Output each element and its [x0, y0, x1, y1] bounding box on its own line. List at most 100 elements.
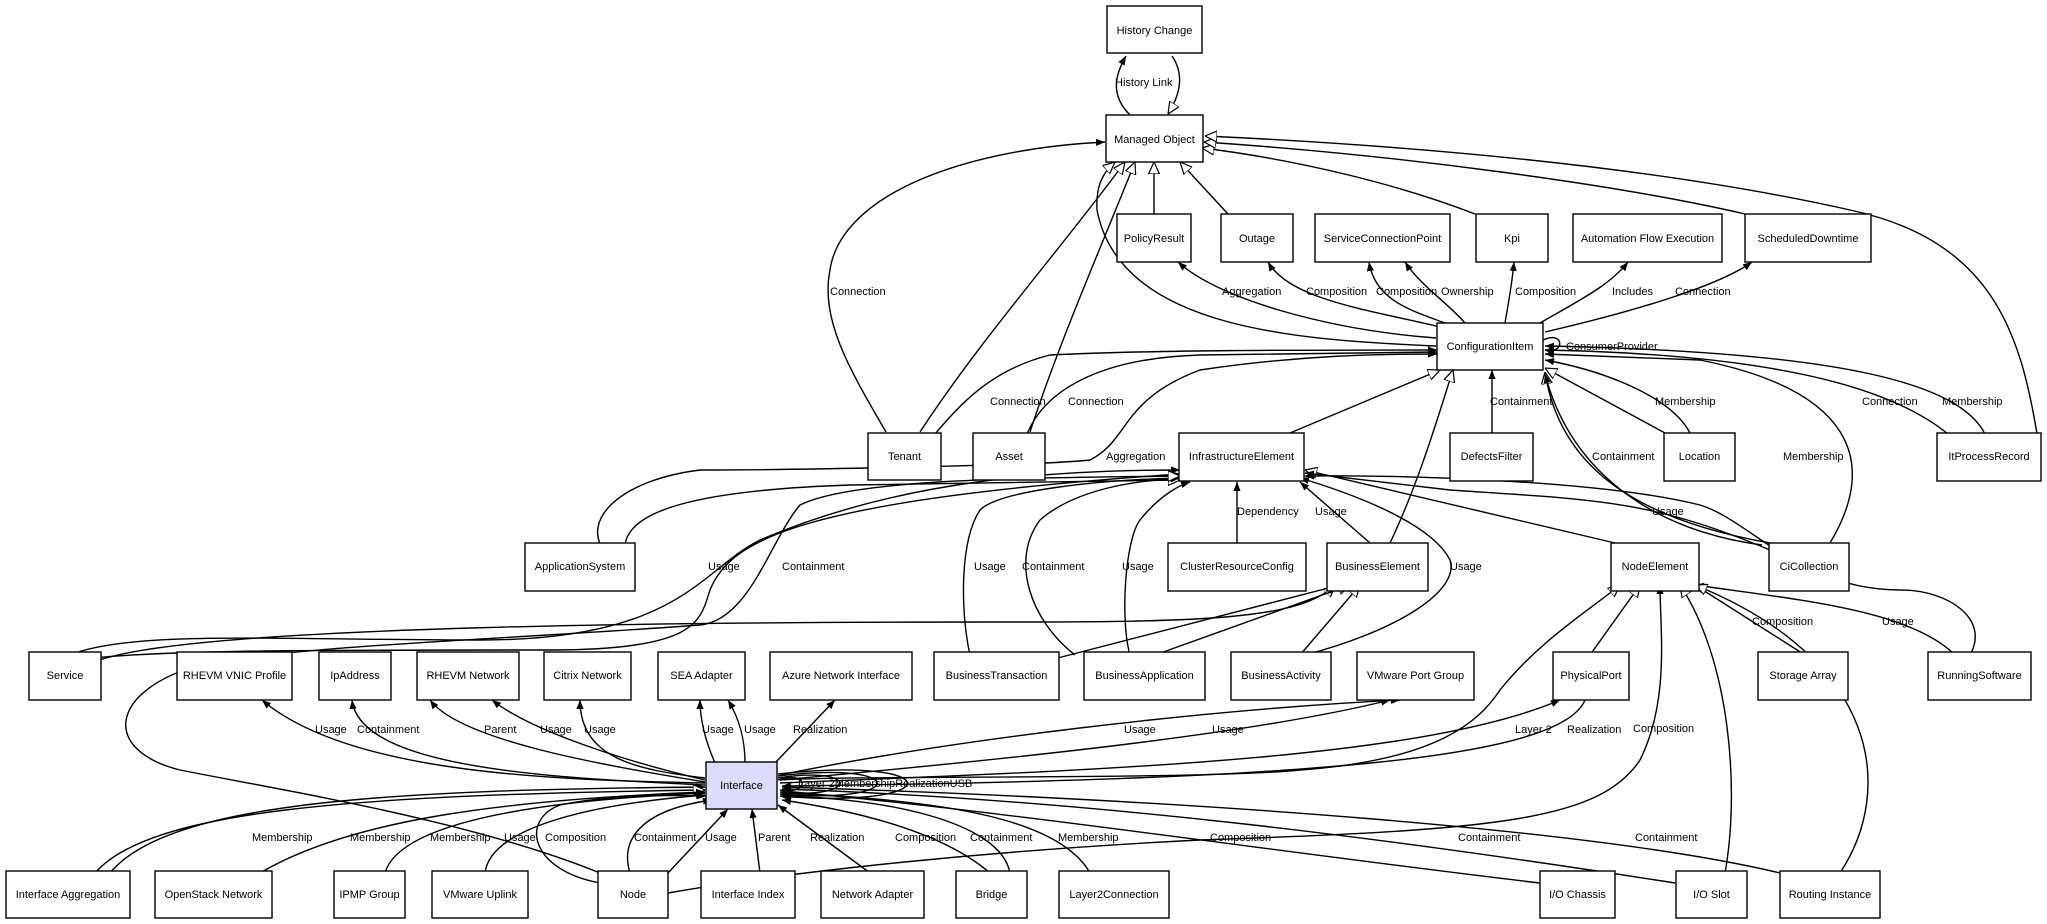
node-tenant[interactable]: Tenant	[867, 432, 942, 481]
node-openstack-network[interactable]: OpenStack Network	[154, 870, 273, 919]
edge-interface-usage-rhevm-network: Usage	[491, 699, 706, 781]
edge-location-to-ci	[1545, 368, 1666, 434]
edge-label-composition: Composition	[1515, 286, 1576, 298]
node-label: Location	[1679, 451, 1721, 463]
edge-businessapplication-usage-ie: Usage	[1122, 481, 1191, 656]
node-layer2-connection[interactable]: Layer2Connection	[1058, 870, 1170, 919]
node-history-change[interactable]: History Change	[1106, 5, 1203, 54]
node-ipmp-group[interactable]: IPMP Group	[333, 870, 406, 919]
edge-label-containment: Containment	[357, 724, 419, 736]
edge-interfaceaggregation-to-interface	[94, 790, 705, 874]
edge-label-usage: Usage	[540, 724, 572, 736]
node-vmware-uplink[interactable]: VMware Uplink	[431, 870, 529, 919]
edge-label-usage: Usage	[705, 832, 737, 844]
node-node-element[interactable]: NodeElement	[1610, 542, 1700, 592]
node-routing-instance[interactable]: Routing Instance	[1779, 870, 1881, 919]
node-running-software[interactable]: RunningSoftware	[1927, 651, 2032, 701]
node-business-application[interactable]: BusinessApplication	[1083, 651, 1206, 701]
edge-label-aggregation: Aggregation	[1222, 286, 1281, 298]
edge-label-realization: Realization	[1567, 724, 1621, 736]
edge-label-composition: Composition	[895, 832, 956, 844]
edge-label-composition: Composition	[1376, 286, 1437, 298]
edge-label-aggregation: Aggregation	[1106, 451, 1165, 463]
edge-label-parent: Parent	[484, 724, 516, 736]
node-business-element[interactable]: BusinessElement	[1326, 542, 1429, 592]
node-interface[interactable]: Interface	[705, 761, 778, 810]
node-asset[interactable]: Asset	[972, 432, 1046, 481]
node-azure-network-interface[interactable]: Azure Network Interface	[769, 651, 913, 701]
node-rhevm-vnic-profile[interactable]: RHEVM VNIC Profile	[176, 651, 293, 701]
node-label: Routing Instance	[1789, 889, 1872, 901]
node-sea-adapter[interactable]: SEA Adapter	[657, 651, 746, 701]
edge-outage-to-managed-object	[1180, 162, 1229, 215]
node-automation-flow-execution[interactable]: Automation Flow Execution	[1572, 213, 1723, 263]
edge-label-usage: Usage	[702, 724, 734, 736]
node-managed-object[interactable]: Managed Object	[1105, 114, 1204, 163]
node-cluster-resource-config[interactable]: ClusterResourceConfig	[1167, 542, 1307, 592]
node-label: Interface	[720, 780, 763, 792]
node-ci-collection[interactable]: CiCollection	[1768, 542, 1850, 592]
node-outage[interactable]: Outage	[1220, 213, 1294, 263]
edge-vmwareuplink-usage-interface: Usage	[484, 792, 706, 874]
edge-interface-realization-azure: Realization	[774, 699, 847, 764]
node-label: VMware Port Group	[1367, 670, 1464, 682]
node-io-slot[interactable]: I/O Slot	[1675, 870, 1748, 919]
edge-defectsfilter-containment-ci: Containment	[1488, 370, 1552, 433]
edge-interface-usage-vmware-portgroup: Usage	[779, 696, 1401, 776]
edge-openstack-membership-interface: Membership	[259, 788, 706, 874]
edge-label-composition: Composition	[1752, 616, 1813, 628]
edge-location-membership-ci: Membership	[1544, 358, 1716, 434]
node-io-chassis[interactable]: I/O Chassis	[1539, 870, 1616, 919]
node-physical-port[interactable]: PhysicalPort	[1552, 651, 1630, 701]
node-policy-result[interactable]: PolicyResult	[1116, 213, 1192, 263]
edge-label-usage: Usage	[1450, 561, 1482, 573]
edge-networkadapter-realization-interface: Realization	[777, 804, 871, 874]
edge-label-realization: Realization	[810, 832, 864, 844]
node-business-activity[interactable]: BusinessActivity	[1230, 651, 1332, 701]
node-label: CiCollection	[1780, 561, 1839, 573]
node-label: PhysicalPort	[1560, 670, 1621, 682]
node-network-adapter[interactable]: Network Adapter	[820, 870, 925, 919]
node-configuration-item[interactable]: ConfigurationItem	[1436, 322, 1544, 371]
edge-physicalport-realization-interface: Realization	[781, 699, 1621, 790]
node-scheduled-downtime[interactable]: ScheduledDowntime	[1744, 213, 1872, 263]
node-label: Storage Array	[1769, 670, 1837, 682]
edge-ioslot-containment-interface: Containment	[781, 785, 1676, 884]
edge-ci-includes-afe: Includes	[1539, 261, 1653, 324]
edge-clusterresourceconfig-dependency-ie: Dependency	[1233, 482, 1299, 543]
node-infrastructure-element[interactable]: InfrastructureElement	[1178, 432, 1305, 482]
node-vmware-port-group[interactable]: VMware Port Group	[1356, 651, 1475, 701]
edge-businessactivity-usage-ie: Usage	[1299, 477, 1482, 656]
edge-label-usage: Usage	[584, 724, 616, 736]
edge-businesselement-to-ci	[1389, 370, 1453, 544]
edge-asset-connection-ci: Connection	[1026, 348, 1438, 435]
edge-label-containment: Containment	[970, 832, 1032, 844]
node-bridge[interactable]: Bridge	[955, 870, 1028, 919]
node-node[interactable]: Node	[597, 870, 669, 919]
node-interface-aggregation[interactable]: Interface Aggregation	[5, 870, 131, 919]
edge-label-membership: Membership	[252, 832, 313, 844]
node-it-process-record[interactable]: ItProcessRecord	[1936, 432, 2042, 482]
node-label: Asset	[995, 451, 1023, 463]
node-ip-address[interactable]: IpAddress	[318, 651, 392, 701]
edge-nodeelement-to-ie	[1305, 470, 1616, 544]
node-location[interactable]: Location	[1663, 432, 1736, 482]
edge-asset-to-managed-object	[1029, 162, 1135, 433]
edge-interface-layer2-physicalport: Layer 2	[779, 699, 1561, 784]
node-rhevm-network[interactable]: RHEVM Network	[416, 651, 520, 701]
node-service[interactable]: Service	[28, 651, 102, 701]
edge-label-includes: Includes	[1612, 286, 1653, 298]
node-business-transaction[interactable]: BusinessTransaction	[933, 651, 1060, 701]
node-interface-index[interactable]: Interface Index	[700, 870, 796, 919]
node-service-connection-point[interactable]: ServiceConnectionPoint	[1314, 213, 1451, 263]
node-label: Network Adapter	[832, 889, 914, 901]
node-citrix-network[interactable]: Citrix Network	[543, 651, 632, 701]
edge-label-composition: Composition	[1210, 832, 1271, 844]
node-kpi[interactable]: Kpi	[1475, 213, 1549, 263]
edge-label-realization: Realization	[793, 724, 847, 736]
node-application-system[interactable]: ApplicationSystem	[524, 542, 636, 592]
edge-interface-parent-ipaddress: Parent	[429, 699, 706, 783]
edge-bridge-composition-interface: Composition	[781, 797, 991, 874]
node-defects-filter[interactable]: DefectsFilter	[1449, 432, 1534, 482]
node-storage-array[interactable]: Storage Array	[1757, 651, 1849, 701]
